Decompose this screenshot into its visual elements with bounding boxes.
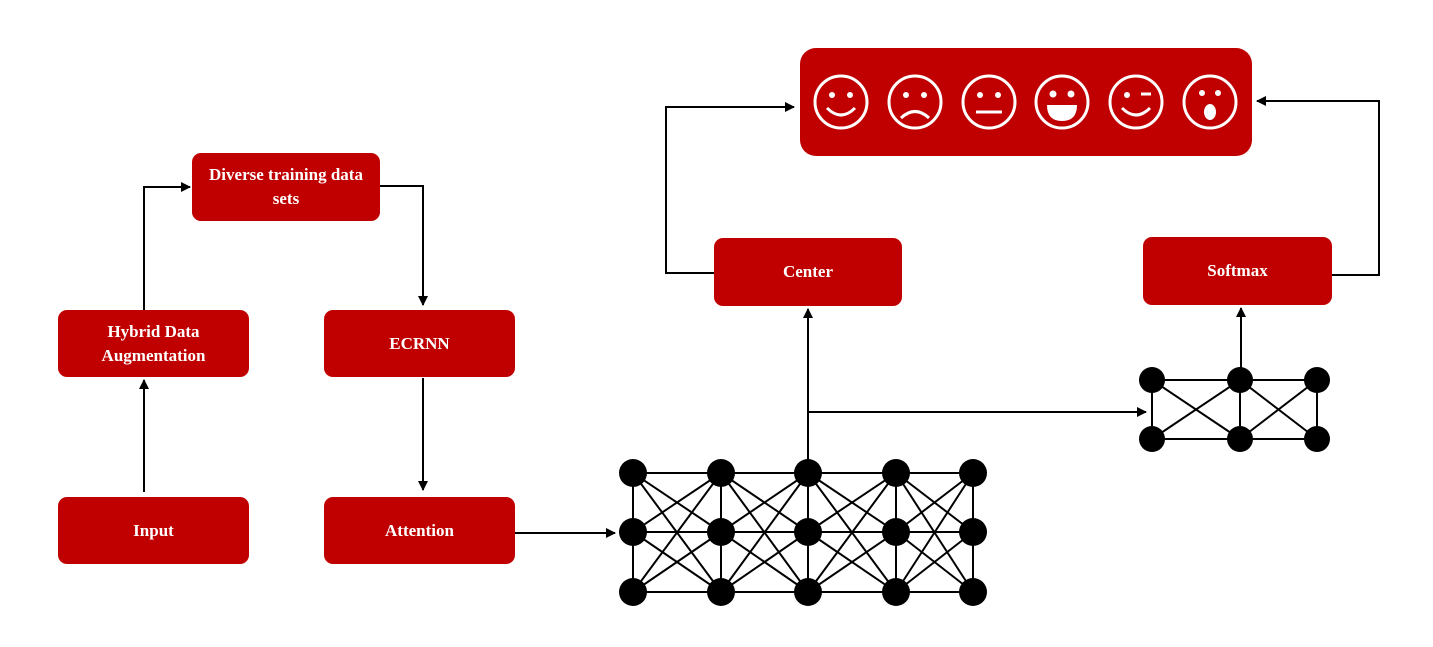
network-node — [707, 459, 735, 487]
network-node — [959, 578, 987, 606]
network-node — [1227, 426, 1253, 452]
input-box: Input — [58, 497, 249, 564]
neural-network-small — [1139, 367, 1330, 452]
network-node — [1227, 367, 1253, 393]
network-edge — [1239, 379, 1318, 440]
network-node — [882, 518, 910, 546]
connectors — [139, 96, 1380, 538]
hybrid-augmentation-label: Hybrid Data Augmentation — [101, 321, 206, 365]
arrow-hybrid-to-diverse — [143, 182, 191, 310]
network-node — [1304, 426, 1330, 452]
arrow-center-to-emotions — [665, 102, 795, 274]
input-label: Input — [133, 520, 174, 540]
network-node — [794, 578, 822, 606]
network-node — [794, 459, 822, 487]
network-edge — [895, 472, 974, 593]
arrow-softmax-to-emotions — [1256, 96, 1380, 276]
network-edge — [807, 472, 897, 533]
network-node — [1304, 367, 1330, 393]
emotions-panel — [800, 48, 1252, 156]
network-node — [619, 459, 647, 487]
network-node — [707, 578, 735, 606]
network-edge — [632, 472, 722, 593]
network-node — [619, 578, 647, 606]
network-node — [707, 518, 735, 546]
ecrnn-box: ECRNN — [324, 310, 515, 377]
network-edge — [1151, 379, 1241, 440]
softmax-box: Softmax — [1143, 237, 1332, 305]
arrow-diverse-to-ecrnn — [380, 185, 428, 306]
wink-face-icon — [1108, 74, 1164, 130]
center-label: Center — [782, 262, 834, 281]
network-node — [794, 518, 822, 546]
network-node — [882, 459, 910, 487]
network-node — [1139, 426, 1165, 452]
laugh-face-icon — [1034, 74, 1090, 130]
network-node — [882, 578, 910, 606]
center-box: Center — [714, 238, 902, 306]
diverse-training-box: Diverse training data sets — [192, 153, 380, 221]
network-edge — [632, 531, 722, 593]
network-node — [1139, 367, 1165, 393]
network-edge — [632, 472, 722, 533]
network-edge — [895, 472, 974, 533]
smile-face-icon — [813, 74, 869, 130]
diverse-training-label: Diverse training data sets — [209, 165, 363, 208]
surprised-face-icon — [1182, 74, 1238, 130]
network-edge — [807, 472, 897, 593]
sad-face-icon — [887, 74, 943, 130]
network-edge — [720, 531, 809, 593]
network-node — [959, 459, 987, 487]
neural-network-large — [619, 459, 987, 606]
network-node — [959, 518, 987, 546]
softmax-label: Softmax — [1207, 261, 1268, 280]
ecrnn-label: ECRNN — [389, 333, 450, 353]
network-edge — [895, 531, 974, 593]
attention-box: Attention — [324, 497, 515, 564]
network-node — [619, 518, 647, 546]
network-edge — [807, 531, 897, 593]
network-edge — [720, 472, 809, 533]
network-edge — [720, 472, 809, 593]
hybrid-augmentation-box: Hybrid Data Augmentation — [58, 310, 249, 377]
attention-label: Attention — [385, 520, 454, 540]
neutral-face-icon — [961, 74, 1017, 130]
